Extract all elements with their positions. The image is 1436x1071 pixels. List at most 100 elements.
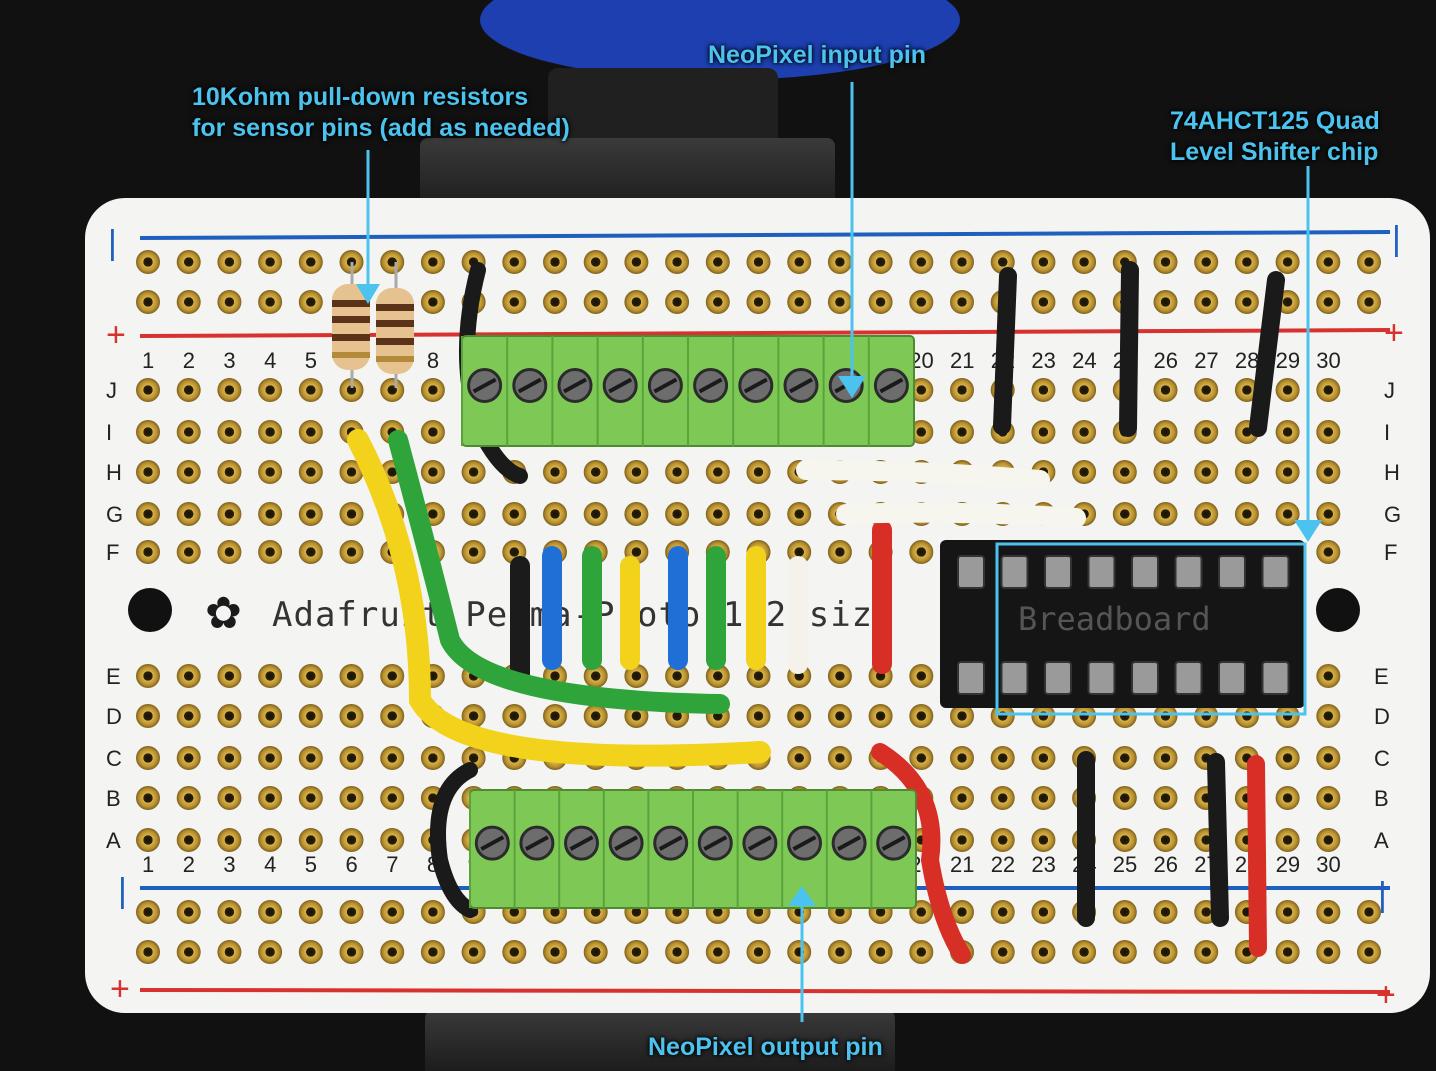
column-number-bottom: 2 — [183, 852, 195, 877]
resistor-band — [332, 334, 370, 341]
rail-pad — [950, 290, 974, 314]
grid-pad — [380, 828, 405, 852]
rail-pad — [217, 900, 242, 924]
rail-pad — [583, 250, 608, 274]
grid-pad — [1031, 704, 1056, 728]
grid-pad — [909, 540, 934, 564]
rail-pad — [868, 940, 893, 964]
callout-resistors-line2: for sensor pins (add as needed) — [192, 114, 570, 142]
rail-pad — [339, 940, 364, 964]
column-number-top: 26 — [1154, 348, 1178, 373]
rail-pad — [1194, 940, 1219, 964]
row-letter-right: I — [1384, 420, 1390, 445]
grid-pad — [950, 746, 974, 770]
grid-pad — [1194, 502, 1219, 526]
jumper-black-bottom-27 — [1207, 753, 1229, 927]
jumper-red-curve — [871, 743, 971, 964]
rail-pad — [787, 250, 812, 274]
row-letter-left: G — [106, 502, 123, 527]
grid-pad — [258, 704, 283, 728]
grid-pad — [1112, 704, 1137, 728]
resistor-band — [376, 338, 414, 345]
callout-level-shifter: 74AHCT125 Quad Level Shifter chip — [1170, 106, 1380, 168]
arrow-input-head — [838, 376, 866, 398]
rail-pad — [543, 250, 567, 274]
grid-pad — [420, 420, 445, 444]
grid-pad — [746, 664, 771, 688]
rail-pad — [1316, 940, 1341, 964]
callout-input-label: NeoPixel input pin — [708, 41, 927, 69]
rail-pad — [705, 290, 730, 314]
column-number-bottom: 22 — [991, 852, 1015, 877]
grid-pad — [1031, 828, 1056, 852]
grid-pad — [380, 746, 405, 770]
grid-pad — [217, 420, 242, 444]
screw-slot — [653, 377, 678, 394]
grid-pad — [258, 786, 283, 810]
resistor-band — [332, 316, 370, 323]
grid-pad — [1275, 786, 1300, 810]
socket-contact — [1087, 555, 1116, 589]
grid-pad — [583, 460, 608, 484]
resistor-band — [376, 304, 414, 311]
rail-pad — [258, 940, 283, 964]
rail-pad — [827, 250, 852, 274]
grid-pad — [1072, 704, 1097, 728]
grid-pad — [176, 378, 201, 402]
grid-pad — [1316, 460, 1341, 484]
grid-pad — [1153, 828, 1178, 852]
arrow-resistors-head — [356, 284, 380, 304]
grid-pad — [950, 378, 974, 402]
grid-pad — [380, 786, 405, 810]
jumper-white-h — [796, 460, 1050, 490]
callout-output-label: NeoPixel output pin — [648, 1033, 883, 1061]
rail-pad — [909, 290, 934, 314]
grid-pad — [624, 664, 649, 688]
grid-pad — [136, 420, 160, 444]
grid-pad — [339, 460, 364, 484]
row-letter-right: H — [1384, 460, 1400, 485]
grid-pad — [1275, 460, 1300, 484]
rail-plus-right-bottom: + — [1376, 976, 1396, 1014]
rail-pad — [543, 940, 567, 964]
rail-pad — [543, 290, 567, 314]
grid-pad — [1153, 746, 1178, 770]
grid-pad — [1153, 420, 1178, 444]
column-number-bottom: 26 — [1154, 852, 1178, 877]
resistor-band-gold — [376, 356, 414, 362]
row-letter-left: E — [106, 664, 121, 689]
grid-pad — [1275, 704, 1300, 728]
rail-pad — [583, 940, 608, 964]
arrow-output-head — [788, 886, 816, 906]
grid-pad — [1112, 746, 1137, 770]
grid-pad — [1031, 420, 1056, 444]
grid-pad — [827, 664, 852, 688]
rail-pad — [1275, 940, 1300, 964]
socket-contact — [957, 661, 985, 695]
rail-pad — [868, 250, 893, 274]
grid-pad — [298, 786, 323, 810]
grid-pad — [176, 460, 201, 484]
grid-pad — [176, 786, 201, 810]
ic-socket-body — [940, 540, 1305, 708]
grid-pad — [1234, 704, 1259, 728]
grid-pad — [1194, 378, 1219, 402]
grid-pad — [1153, 786, 1178, 810]
rail-pad — [136, 250, 160, 274]
grid-pad — [1275, 746, 1300, 770]
grid-pad — [136, 828, 160, 852]
grid-pad — [827, 704, 852, 728]
rail-pad — [1357, 250, 1381, 274]
terminal-block-bottom — [469, 789, 917, 909]
rail-pad — [705, 250, 730, 274]
grid-pad — [339, 502, 364, 526]
grid-pad — [1153, 502, 1178, 526]
grid-pad — [1194, 460, 1219, 484]
grid-pad — [380, 704, 405, 728]
grid-pad — [136, 664, 160, 688]
rail-pad — [950, 900, 974, 924]
rail-pad — [1316, 900, 1341, 924]
column-number-top: 21 — [950, 348, 974, 373]
grid-pad — [298, 502, 323, 526]
